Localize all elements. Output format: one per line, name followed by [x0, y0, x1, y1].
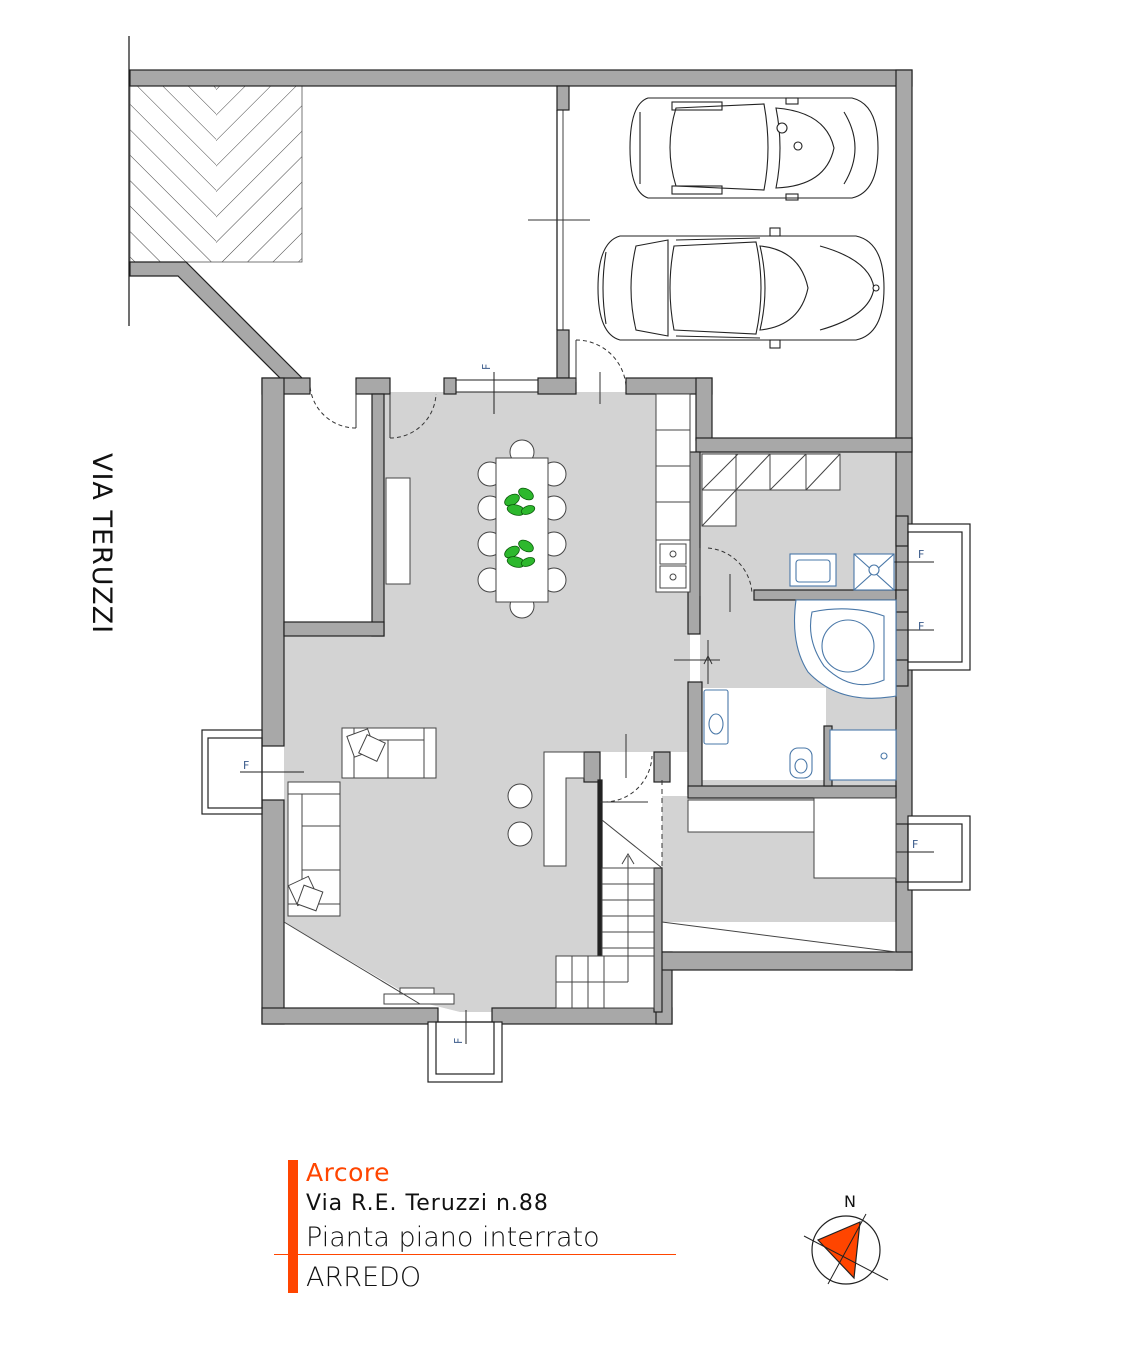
doors — [309, 219, 753, 868]
sofa-left — [287, 781, 341, 917]
window-labels: F F F F F F — [243, 364, 924, 1044]
sideboard — [385, 477, 411, 585]
window-label: F — [243, 759, 249, 772]
title-block: Arcore Via R.E. Teruzzi n.88 Pianta pian… — [274, 1158, 688, 1298]
light-wells — [201, 523, 971, 1083]
stairs — [555, 819, 663, 1009]
window-label: F — [452, 1038, 465, 1044]
north-label: N — [844, 1192, 856, 1211]
kitchen-counter — [655, 393, 691, 593]
window-label: F — [918, 620, 924, 633]
title-accent-bar — [288, 1160, 298, 1293]
car-2 — [597, 227, 885, 349]
tv-stand — [283, 921, 455, 1005]
table-plants — [504, 487, 536, 568]
street-label: VIA TERUZZI — [86, 453, 117, 635]
window-label: F — [912, 838, 918, 851]
city-name: Arcore — [306, 1158, 390, 1187]
sanitary-fixtures — [703, 553, 897, 781]
window-label: F — [918, 548, 924, 561]
walls — [129, 69, 913, 1025]
sofa-top — [341, 727, 437, 779]
car-1 — [629, 97, 879, 201]
dining-table — [477, 439, 567, 619]
plan-subtitle: ARREDO — [306, 1262, 422, 1293]
storage-cupboards — [661, 453, 897, 953]
plan-name: Pianta piano interrato — [306, 1222, 600, 1253]
hatched-ramp — [129, 85, 303, 263]
address: Via R.E. Teruzzi n.88 — [306, 1191, 549, 1216]
window-label: F — [480, 364, 493, 370]
compass — [803, 1213, 889, 1285]
title-rule — [274, 1254, 676, 1255]
kitchen-island — [507, 751, 585, 867]
